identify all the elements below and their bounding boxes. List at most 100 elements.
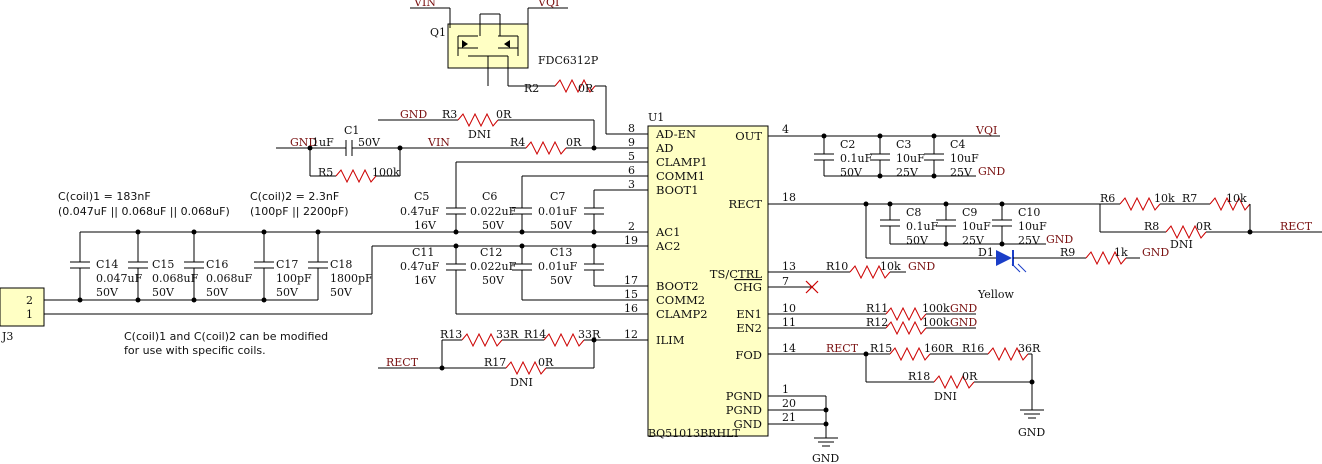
- u1-pin-boot1: BOOT1: [656, 183, 699, 197]
- j3-pin1: 1: [26, 308, 33, 321]
- c13-val: 0.01uF: [538, 260, 578, 273]
- u1-pin-out: OUT: [735, 129, 762, 143]
- note-coil1-b: (0.047uF || 0.068uF || 0.068uF): [58, 205, 230, 218]
- u1-pin-gnd21: GND: [734, 417, 762, 431]
- u1-ref: U1: [648, 111, 664, 124]
- c17-volt: 50V: [276, 286, 299, 299]
- u1-pinnum-9: 9: [628, 136, 635, 149]
- capacitor-c18: C18 1800pF 50V: [308, 229, 373, 300]
- r10-val: 10k: [880, 260, 901, 273]
- u1-pin-pgnd1: PGND: [726, 389, 762, 403]
- u1-pinnum-19: 19: [624, 234, 638, 247]
- out-network: VQI GND C2 0.1uF 50V C3 10uF 25V C4 10uF…: [768, 124, 1005, 179]
- q1-ref: Q1: [430, 26, 446, 39]
- c4-val: 10uF: [950, 152, 979, 165]
- u1-pinnum-7: 7: [782, 275, 789, 288]
- r9-val: 1k: [1114, 246, 1128, 259]
- c12-ref: C12: [480, 246, 502, 259]
- c1-ref: C1: [344, 124, 359, 137]
- u1-pinnum-10: 10: [782, 302, 796, 315]
- c5-volt: 16V: [414, 219, 437, 232]
- u1-pinnum-20: 20: [782, 397, 796, 410]
- connector-j3: 2 1 J3: [0, 287, 45, 343]
- u1-pin-comm2: COMM2: [656, 293, 705, 307]
- c10-volt: 25V: [1018, 234, 1041, 247]
- c9-volt: 25V: [962, 234, 985, 247]
- capacitor-c16: C16 0.068uF 50V: [184, 229, 253, 303]
- u1-pin-clamp2: CLAMP2: [656, 307, 708, 321]
- u1-pinnum-2: 2: [628, 220, 635, 233]
- c14-volt: 50V: [96, 286, 119, 299]
- r6-ref: R6: [1100, 192, 1115, 205]
- u1-pinnum-14: 14: [782, 342, 796, 355]
- u1-pinnum-18: 18: [782, 191, 796, 204]
- r13-val: 33R: [496, 328, 519, 341]
- ac-network: [44, 161, 624, 315]
- net-vqi-top: VQI: [537, 0, 559, 9]
- net-gnd-r11: GND: [950, 302, 977, 315]
- u1-pin-ts-ctrl: TS/CTRL: [710, 267, 763, 281]
- net-gnd-out: GND: [978, 165, 1005, 178]
- c4-volt: 25V: [950, 166, 973, 179]
- r3-ref: R3: [442, 108, 457, 121]
- r16-ref: R16: [962, 342, 984, 355]
- capacitor-c1: GND 1uF C1 50V: [276, 124, 403, 156]
- note-modify-a: C(coil)1 and C(coil)2 can be modified: [124, 330, 328, 343]
- r13-ref: R13: [440, 328, 462, 341]
- u1-pin-clamp1: CLAMP1: [656, 155, 708, 169]
- c16-volt: 50V: [206, 286, 229, 299]
- r14-val: 33R: [578, 328, 601, 341]
- r16-val: 36R: [1018, 342, 1041, 355]
- ts-ctrl-network: R10 10k GND: [768, 260, 935, 294]
- net-gnd-bottom: GND: [812, 452, 839, 464]
- r18-dni: DNI: [934, 390, 957, 403]
- u1-pin-boot2: BOOT2: [656, 279, 699, 293]
- c1-val: 1uF: [312, 136, 334, 149]
- r5-ref: R5: [318, 166, 333, 179]
- r7-ref: R7: [1182, 192, 1197, 205]
- c13-volt: 50V: [550, 274, 573, 287]
- c1-volt: 50V: [358, 136, 381, 149]
- c15-ref: C15: [152, 258, 174, 271]
- c13-ref: C13: [550, 246, 572, 259]
- capacitor-c17: C17 100pF 50V: [254, 229, 312, 303]
- c10-val: 10uF: [1018, 220, 1047, 233]
- c10-ref: C10: [1018, 206, 1040, 219]
- resistor-r2: R2 0R: [508, 78, 648, 135]
- note-coil2-b: (100pF || 2200pF): [250, 205, 349, 218]
- c9-val: 10uF: [962, 220, 991, 233]
- resistor-r3: GND R3 0R DNI: [378, 108, 595, 148]
- u1-pin-ac2: AC2: [655, 239, 680, 253]
- r4-ref: R4: [510, 136, 525, 149]
- u1-pinnum-6: 6: [628, 164, 635, 177]
- c15-volt: 50V: [152, 286, 175, 299]
- r14-ref: R14: [524, 328, 546, 341]
- net-gnd-c10: GND: [1046, 233, 1073, 246]
- note-modify-b: for use with specific coils.: [124, 344, 266, 357]
- u1-pinnum-11: 11: [782, 316, 796, 329]
- u1-pin-comm1: COMM1: [656, 169, 705, 183]
- net-gnd-r16: GND: [1018, 426, 1045, 439]
- u1-pin-ad-en: AD-EN: [655, 127, 696, 141]
- r8-ref: R8: [1144, 220, 1159, 233]
- c18-ref: C18: [330, 258, 352, 271]
- c12-val: 0.022uF: [470, 260, 517, 273]
- u1-pinnum-15: 15: [624, 288, 638, 301]
- u1-part: BQ51013BRHLT: [648, 427, 740, 440]
- u1-pinnum-12: 12: [624, 328, 638, 341]
- r2-val: 0R: [578, 82, 594, 95]
- r15-val: 160R: [924, 342, 954, 355]
- r8-dni: DNI: [1170, 238, 1193, 251]
- note-coil2-a: C(coil)2 = 2.3nF: [250, 190, 339, 203]
- c6-val: 0.022uF: [470, 205, 517, 218]
- u1-pinnum-8: 8: [628, 122, 635, 135]
- u1-pinnum-5: 5: [628, 150, 635, 163]
- capacitor-c6: C6 0.022uF 50V: [470, 190, 532, 232]
- c5-val: 0.47uF: [400, 205, 440, 218]
- r7-val: 10k: [1226, 192, 1247, 205]
- c16-ref: C16: [206, 258, 228, 271]
- c7-val: 0.01uF: [538, 205, 578, 218]
- r17-dni: DNI: [510, 376, 533, 389]
- ic-u1: U1 BQ51013BRHLT AD-EN AD CLAMP1 COMM1 BO…: [624, 111, 796, 440]
